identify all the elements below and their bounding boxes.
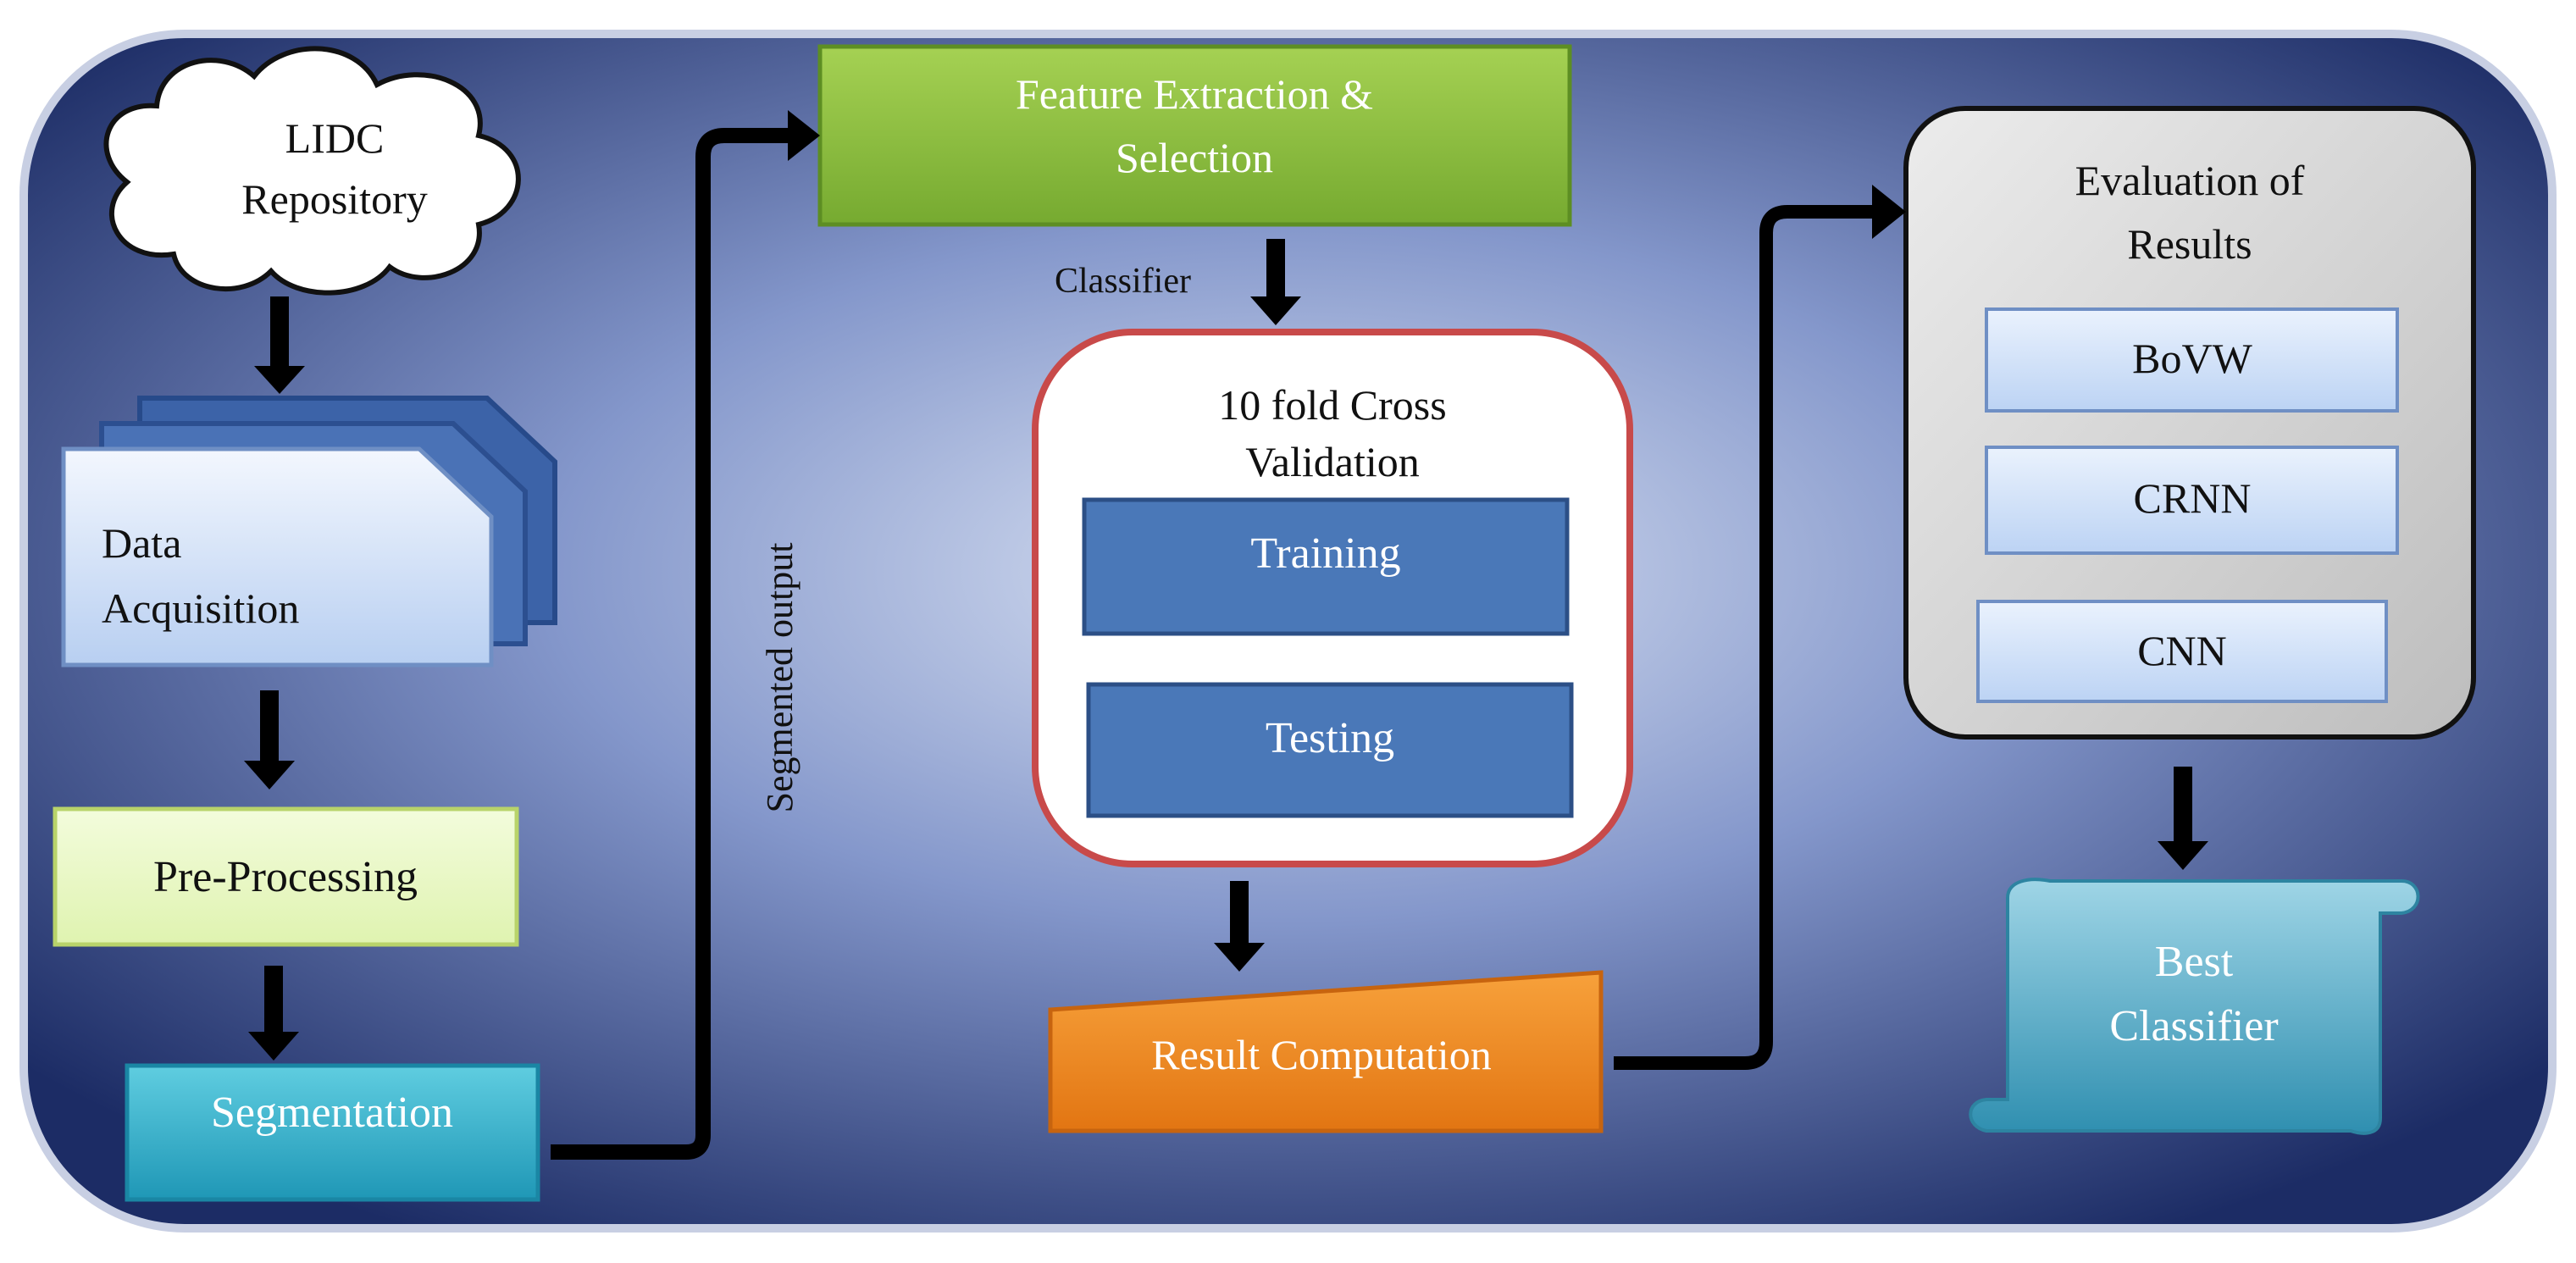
method-crnn-label: CRNN — [2134, 474, 2252, 522]
feature-extraction-node: Feature Extraction & Selection — [817, 44, 1572, 227]
evaluation-line2: Results — [2127, 220, 2252, 268]
arrow-segmentation-to-feature-head — [788, 110, 820, 161]
evaluation-panel: Evaluation of Results BoVW CRNN CNN — [1903, 106, 2476, 740]
lidc-repository-cloud: LIDC Repository — [103, 46, 521, 296]
method-bovw-box: BoVW — [1985, 307, 2399, 413]
feature-extraction-line1: Feature Extraction & — [1016, 70, 1373, 118]
classifier-edge-label: Classifier — [1055, 262, 1191, 301]
cross-validation-line1: 10 fold Cross — [1218, 381, 1446, 429]
method-crnn-box: CRNN — [1985, 446, 2399, 555]
testing-label: Testing — [1266, 714, 1394, 762]
result-computation-node: Result Computation — [1048, 970, 1604, 1133]
segmented-output-label: Segmented output — [759, 543, 800, 813]
pre-processing-node: Pre-Processing — [53, 806, 519, 947]
arrow-feature-to-cv — [1250, 239, 1301, 325]
method-cnn-label: CNN — [2137, 627, 2227, 674]
arrow-evaluation-to-best — [2158, 767, 2208, 870]
lidc-label-line2: Repository — [241, 175, 427, 223]
data-acquisition-line1: Data — [102, 519, 181, 567]
data-acquisition-node: Data Acquisition — [61, 396, 557, 668]
arrow-preprocessing-to-segmentation — [248, 966, 299, 1061]
evaluation-line1: Evaluation of — [2075, 157, 2305, 204]
best-classifier-line2: Classifier — [2109, 1002, 2278, 1050]
data-acquisition-line2: Acquisition — [102, 584, 299, 632]
arrow-lidc-to-data — [254, 296, 305, 394]
cross-validation-panel: 10 fold Cross Validation Training Testin… — [1032, 329, 1633, 867]
feature-extraction-line2: Selection — [1116, 134, 1273, 181]
lidc-label-line1: LIDC — [285, 114, 385, 162]
best-classifier-scroll: Best Classifier — [1969, 878, 2420, 1135]
segmentation-label: Segmentation — [211, 1089, 453, 1137]
result-computation-label: Result Computation — [1151, 1031, 1491, 1078]
cross-validation-line2: Validation — [1245, 438, 1420, 485]
training-node: Training — [1082, 497, 1570, 636]
arrow-data-to-preprocessing — [244, 690, 295, 789]
testing-node: Testing — [1086, 682, 1574, 818]
best-classifier-line1: Best — [2155, 938, 2234, 986]
method-bovw-label: BoVW — [2132, 335, 2252, 382]
arrow-result-to-evaluation — [1614, 205, 1876, 1070]
pre-processing-label: Pre-Processing — [153, 853, 418, 901]
arrow-result-to-evaluation-head — [1872, 185, 1906, 239]
arrow-cv-to-result — [1214, 881, 1265, 972]
arrow-segmentation-to-feature — [551, 128, 792, 1160]
method-cnn-box: CNN — [1976, 600, 2388, 703]
training-label: Training — [1250, 529, 1400, 578]
segmentation-node: Segmentation — [125, 1063, 540, 1202]
arrows — [244, 239, 2208, 1061]
